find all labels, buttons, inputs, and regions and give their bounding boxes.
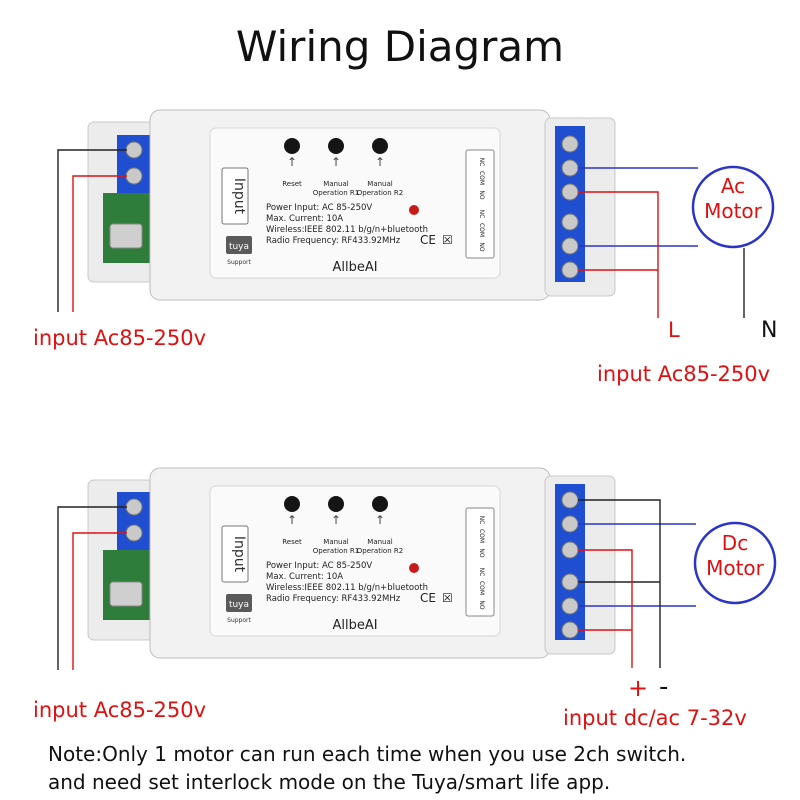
spec-line: Max. Current: 10A — [266, 572, 343, 582]
top-right-input-label: input Ac85-250v — [597, 362, 771, 386]
spec-line: Power Input: AC 85-250V — [266, 203, 372, 213]
button-label: Manual — [323, 180, 348, 188]
wire-bot-NO-red — [578, 549, 633, 668]
note-line-1: Note:Only 1 motor can run each time when… — [48, 742, 687, 766]
button-label: Reset — [282, 538, 302, 546]
button-label: Manual — [367, 538, 392, 546]
relay-terminal-label: COM — [478, 529, 485, 543]
relay-terminal-label: NO — [478, 242, 485, 251]
arrow-up-icon: ↑ — [287, 155, 297, 169]
label-panel — [209, 485, 501, 637]
tuya-support-text: Support — [227, 617, 251, 624]
arrow-up-icon: ↑ — [375, 513, 385, 527]
motor-circle-top — [691, 165, 775, 249]
relay-terminal-label: NC — [478, 158, 485, 167]
spec-line: Radio Frequency: RF433.92MHz — [266, 236, 401, 246]
status-led — [409, 205, 419, 215]
button-manual-r2[interactable] — [372, 138, 388, 154]
relay-terminal-label: COM — [478, 581, 485, 595]
relay-terminal-label: NO — [478, 548, 485, 557]
bottom-plus-label: + — [628, 674, 649, 702]
relay-terminal-label: NC — [478, 568, 485, 577]
tuya-logo-text: tuya — [229, 600, 249, 610]
input-tag — [221, 525, 249, 583]
button-label: Operation R1 — [313, 189, 359, 197]
button-manual-r1[interactable] — [328, 496, 344, 512]
top-N-label: N — [761, 318, 778, 343]
spec-line: Wireless:IEEE 802.11 b/g/n+bluetooth — [266, 225, 428, 235]
button-manual-r1[interactable] — [328, 138, 344, 154]
wire-top-left-black — [57, 149, 127, 312]
input-tag-label: Input — [231, 536, 247, 573]
button-reset[interactable] — [284, 496, 300, 512]
bottom-left-input-label: input Ac85-250v — [33, 698, 207, 722]
wire-top-L — [578, 191, 659, 318]
relay-label-strip — [465, 149, 495, 259]
wire-bot-left-red — [72, 532, 127, 670]
note-text: Note:Only 1 motor can run each time when… — [48, 740, 686, 796]
arrow-up-icon: ↑ — [331, 513, 341, 527]
arrow-up-icon: ↑ — [331, 155, 341, 169]
button-manual-r2[interactable] — [372, 496, 388, 512]
spec-line: Radio Frequency: RF433.92MHz — [266, 594, 401, 604]
brand-name: AllbeAI — [332, 618, 377, 633]
button-label: Manual — [367, 180, 392, 188]
motor-circle-bottom — [693, 521, 777, 605]
input-tag-label: Input — [231, 178, 247, 215]
button-label: Operation R2 — [357, 547, 403, 555]
relay-terminal-label: NO — [478, 190, 485, 199]
status-led — [409, 563, 419, 573]
relay-terminal-label: NC — [478, 210, 485, 219]
brand-name: AllbeAI — [332, 260, 377, 275]
spec-line: Wireless:IEEE 802.11 b/g/n+bluetooth — [266, 583, 428, 593]
spec-line: Power Input: AC 85-250V — [266, 561, 372, 571]
bottom-right-input-label: input dc/ac 7-32v — [563, 706, 747, 730]
spec-line: Max. Current: 10A — [266, 214, 343, 224]
page-title: Wiring Diagram — [235, 22, 565, 71]
arrow-up-icon: ↑ — [287, 513, 297, 527]
tuya-logo — [226, 236, 252, 254]
input-tag — [221, 167, 249, 225]
button-label: Manual — [323, 538, 348, 546]
relay-module-top — [87, 109, 616, 301]
tuya-logo-text: tuya — [229, 242, 249, 252]
ce-mark: CE — [420, 233, 436, 247]
relay-terminal-label: COM — [478, 171, 485, 185]
dc-motor-label-line1: Dc — [722, 531, 748, 555]
wire-bot-NC-black — [578, 499, 661, 668]
ac-motor-label-line1: Ac — [721, 174, 745, 198]
wire-bot-left-black — [57, 506, 127, 670]
bottom-minus-label: - — [659, 672, 669, 702]
button-label: Operation R1 — [313, 547, 359, 555]
weee-icon: ☒ — [442, 591, 453, 605]
usb-port — [109, 581, 143, 607]
relay-terminal-label: NO — [478, 600, 485, 609]
usb-port — [109, 223, 143, 249]
tuya-logo — [226, 594, 252, 612]
ce-mark: CE — [420, 591, 436, 605]
relay-label-strip — [465, 507, 495, 617]
tuya-support-text: Support — [227, 259, 251, 266]
note-line-2: and need set interlock mode on the Tuya/… — [48, 770, 611, 794]
dc-motor-label-line2: Motor — [706, 556, 765, 580]
arrow-up-icon: ↑ — [375, 155, 385, 169]
button-label: Operation R2 — [357, 189, 403, 197]
button-label: Reset — [282, 180, 302, 188]
wire-top-left-red — [72, 175, 127, 312]
weee-icon: ☒ — [442, 233, 453, 247]
ac-motor-label-line2: Motor — [704, 199, 763, 223]
label-panel — [209, 127, 501, 279]
top-left-input-label: input Ac85-250v — [33, 326, 207, 350]
relay-terminal-label: NC — [478, 516, 485, 525]
relay-terminal-label: COM — [478, 223, 485, 237]
top-L-label: L — [668, 318, 680, 342]
button-reset[interactable] — [284, 138, 300, 154]
